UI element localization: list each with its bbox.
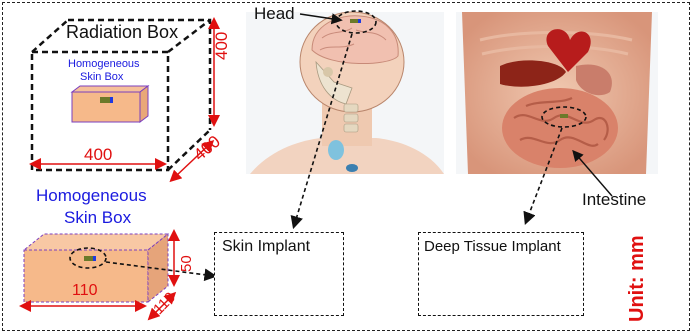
intestine-label: Intestine [582, 190, 646, 210]
skin-box-length-label: 110 [72, 282, 98, 300]
radiation-box-width-label: 400 [84, 145, 112, 165]
inner-skin-box-label-line2: Skin Box [80, 71, 123, 83]
torso-illustration [456, 12, 658, 174]
deep-tissue-implant-label: Deep Tissue Implant [424, 238, 561, 255]
inner-skin-box-label-line1: Homogeneous [68, 58, 140, 70]
skin-implant-label: Skin Implant [222, 238, 310, 256]
radiation-box-height-label: 400 [212, 32, 232, 60]
skin-box-title-line2: Skin Box [64, 208, 131, 228]
units-label: Unit: mm [626, 235, 649, 322]
inner-skin-box [72, 86, 148, 122]
head-illustration [246, 11, 444, 174]
radiation-box-title: Radiation Box [66, 22, 178, 43]
skin-box-height-label: 50 [178, 255, 195, 272]
head-label: Head [254, 4, 295, 24]
skin-box-title-line1: Homogeneous [36, 186, 147, 206]
